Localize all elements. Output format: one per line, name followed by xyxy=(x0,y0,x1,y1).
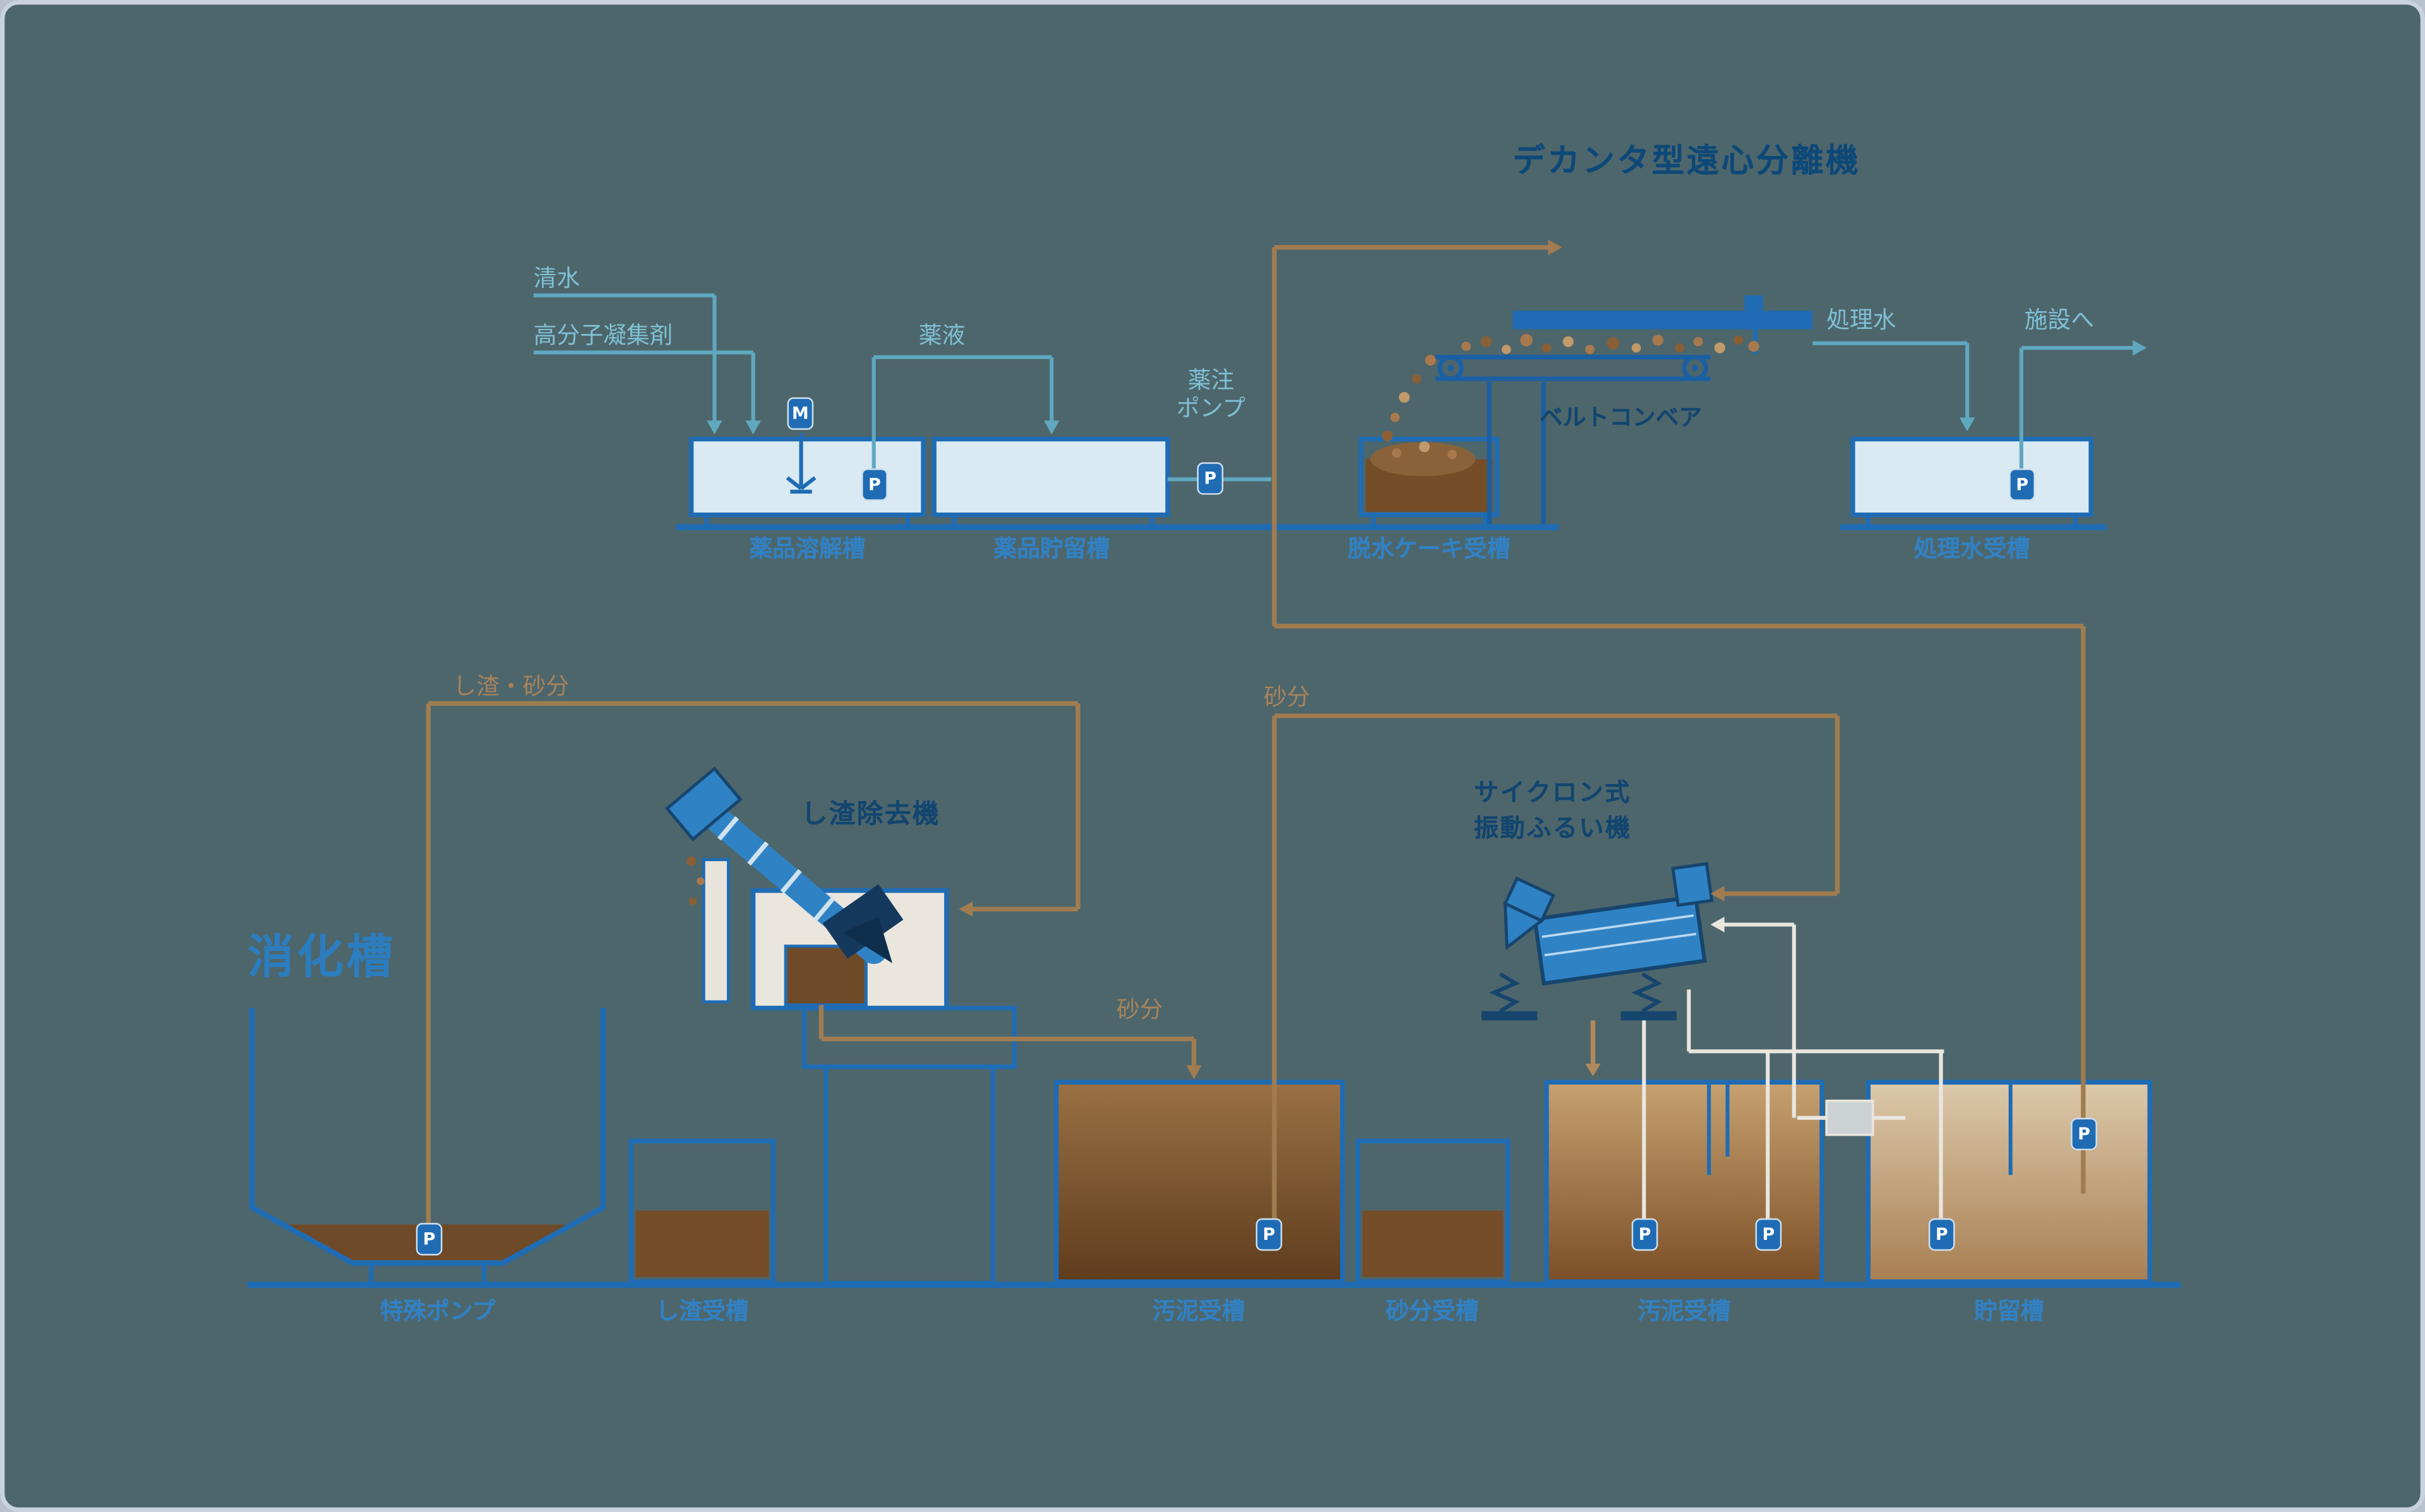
label-treated-water-tank: 処理水受槽 xyxy=(1913,535,2030,563)
label-screenings-remover: し渣除去機 xyxy=(801,799,940,831)
label-dissolving-tank: 薬品溶解槽 xyxy=(749,535,866,563)
label-cyclone-1: サイクロン式 xyxy=(1473,777,1631,807)
label-sludge-tank-1: 汚泥受槽 xyxy=(1152,1297,1245,1325)
pump-badge-treated-water: P xyxy=(2009,468,2035,501)
dewatered-cake-tank xyxy=(1358,436,1500,518)
sludge-receiving-tank-2 xyxy=(1544,1080,1824,1284)
chemical-storage-tank xyxy=(931,436,1170,518)
label-sand-tank: 砂分受槽 xyxy=(1386,1297,1479,1325)
pump-badge-sludge-1: P xyxy=(1255,1218,1283,1251)
water-chemical-pipes xyxy=(533,293,2139,482)
screenings-receiving-tank xyxy=(628,1138,776,1284)
chemical-dissolving-tank xyxy=(689,432,926,518)
label-chemical-storage-tank: 薬品貯留槽 xyxy=(993,535,1110,563)
arrowheads xyxy=(707,239,2147,1080)
sand-receiving-tank xyxy=(1355,1138,1511,1284)
belt-conveyor xyxy=(1435,355,1711,525)
storage-tank xyxy=(1865,1080,2152,1284)
mixer-impeller xyxy=(786,432,817,494)
label-dewatered-cake-tank: 脱水ケーキ受槽 xyxy=(1348,535,1511,563)
pump-badge-dosing: P xyxy=(1197,462,1224,495)
decanter-title: デカンタ型遠心分離機 xyxy=(1512,142,1861,180)
label-treated-water: 処理水 xyxy=(1826,306,1896,334)
label-storage-tank: 貯留槽 xyxy=(1974,1297,2044,1325)
label-special-pump: 特殊ポンプ xyxy=(380,1297,496,1325)
label-polymer: 高分子凝集剤 xyxy=(533,321,673,350)
cyclone-sieve-machine xyxy=(1482,862,1714,1021)
treated-water-tank xyxy=(1850,436,2093,518)
pump-badge-sludge-2b: P xyxy=(1755,1218,1782,1251)
pump-badge-dissolving: P xyxy=(861,468,888,501)
label-cyclone-2: 振動ふるい機 xyxy=(1473,813,1632,843)
pump-badge-sludge-2a: P xyxy=(1631,1218,1658,1251)
pump-badge-storage-a: P xyxy=(1928,1218,1955,1251)
label-dosing-pump-1: 薬注 xyxy=(1187,366,1235,395)
pump-badge-digester: P xyxy=(416,1223,443,1256)
label-belt-conveyor: ベルトコンベア xyxy=(1539,403,1703,432)
label-dosing-pump-2: ポンプ xyxy=(1177,394,1246,422)
decanter-centrifuge xyxy=(1512,295,1813,354)
screenings-remover-machine xyxy=(664,766,1017,1286)
screw-bands xyxy=(717,816,835,922)
sludge-pipes xyxy=(426,245,2086,1225)
label-sludge-tank-2: 汚泥受槽 xyxy=(1638,1297,1731,1325)
sludge-receiving-tank-1 xyxy=(1053,1080,1345,1284)
label-digester: 消化槽 xyxy=(247,931,396,985)
cake-particles xyxy=(686,333,1759,905)
label-screenings-tank: し渣受槽 xyxy=(656,1297,749,1325)
label-screenings-sand-line: し渣・砂分 xyxy=(453,672,570,701)
overflow-weir xyxy=(1825,1099,1874,1136)
label-to-facility: 施設へ xyxy=(2024,306,2094,334)
ground-lines xyxy=(247,524,2181,1289)
label-chemical: 薬液 xyxy=(918,321,966,350)
motor-badge-dissolving: M xyxy=(787,397,814,430)
label-fresh-water: 清水 xyxy=(533,264,580,292)
label-sand-line-upper: 砂分 xyxy=(1263,683,1310,711)
label-sand-line-mid: 砂分 xyxy=(1117,996,1163,1024)
pump-badge-storage-feed: P xyxy=(2071,1117,2097,1151)
